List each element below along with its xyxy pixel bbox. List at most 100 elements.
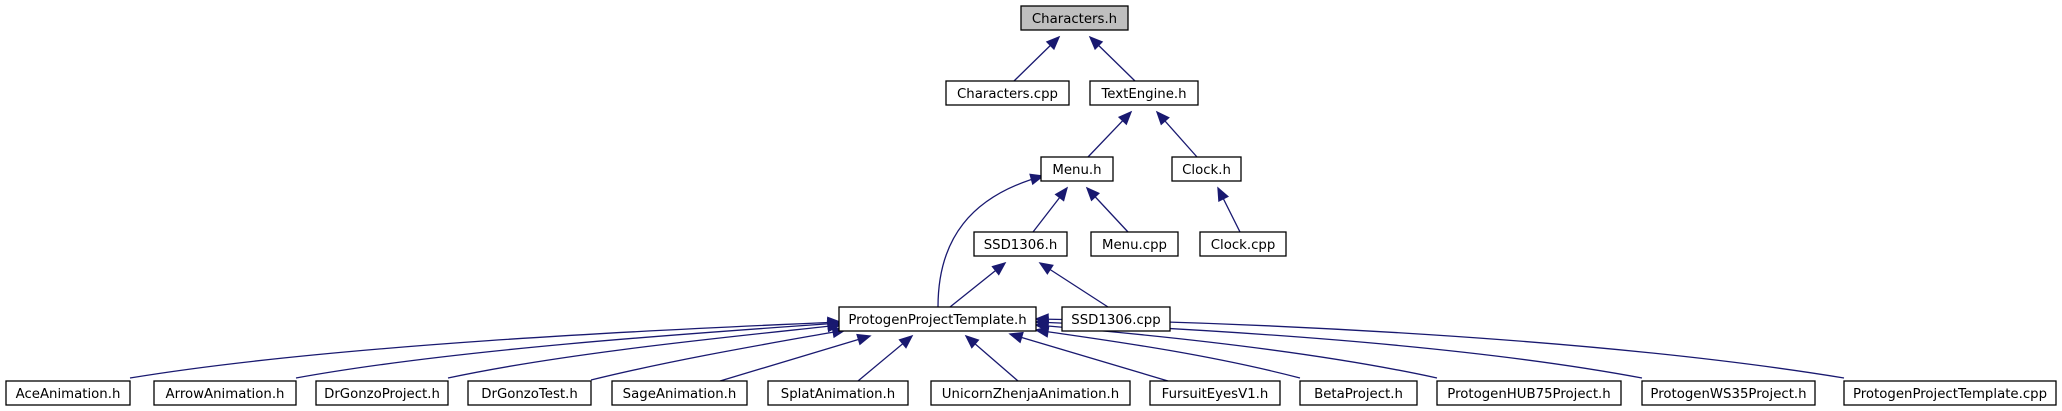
node-label: SSD1306.h [984, 238, 1058, 253]
edge-clock_cpp-to-clock_h [1217, 186, 1241, 233]
edge-line [590, 329, 846, 381]
edge-ssd1306_cpp-to-ssd1306_h [1038, 262, 1109, 308]
node-label: ProtogenHUB75Project.h [1447, 387, 1610, 402]
edge-line [129, 321, 841, 379]
edge-line [1035, 329, 1301, 379]
edge-menu_cpp-to-menu_h [1085, 186, 1129, 233]
node-box [1436, 380, 1622, 406]
edge-ssd1306_h-to-menu_h [1032, 186, 1069, 233]
node-protogen-template-h[interactable]: ProtogenProjectTemplate.h [838, 306, 1037, 332]
edge-fursuit_eyes_v1_h-to-protogen_template_h [1008, 331, 1169, 382]
node-label: ArrowAnimation.h [166, 387, 285, 402]
node-label: UnicornZhenjaAnimation.h [942, 387, 1119, 402]
node-box [1199, 231, 1287, 257]
node-box [838, 306, 1037, 332]
edge-protogen_template_h-to-menu_h [937, 173, 1045, 308]
node-clock-cpp[interactable]: Clock.cpp [1199, 231, 1287, 257]
edge-arrowhead [1034, 313, 1049, 326]
node-clock-h[interactable]: Clock.h [1171, 156, 1242, 182]
edge-protogen_template_h-to-ssd1306_h [949, 261, 1007, 308]
edge-arrowhead [856, 333, 872, 346]
node-box [1020, 5, 1129, 31]
node-box [973, 231, 1068, 257]
edge-menu_h-to-textengine_h [1087, 110, 1133, 158]
edge-characters_cpp-to-characters_h [1013, 35, 1061, 82]
node-box [1641, 380, 1816, 406]
edge-arrowhead [898, 334, 914, 349]
node-label: DrGonzoTest.h [481, 387, 578, 402]
node-menu-h[interactable]: Menu.h [1040, 156, 1114, 182]
edge-clock_h-to-textengine_h [1155, 110, 1198, 158]
edge-arrowhead [1038, 262, 1054, 275]
node-box [467, 380, 592, 406]
node-box [1089, 80, 1199, 106]
node-label: SSD1306.cpp [1071, 313, 1160, 328]
edge-drgonzo_test_h-to-protogen_template_h [590, 326, 847, 381]
node-protogen-template-cpp[interactable]: ProtogenProjectTemplate.cpp [1843, 380, 2057, 406]
node-characters-cpp[interactable]: Characters.cpp [945, 80, 1070, 106]
node-label: Menu.h [1052, 163, 1101, 178]
edge-arrowhead [991, 261, 1007, 276]
node-box [1843, 380, 2057, 406]
node-menu-cpp[interactable]: Menu.cpp [1090, 231, 1179, 257]
node-fursuit-eyes-v1-h[interactable]: FursuitEyesV1.h [1149, 380, 1281, 406]
node-label: AceAnimation.h [16, 387, 121, 402]
edge-line [719, 335, 871, 382]
node-ssd1306-h[interactable]: SSD1306.h [973, 231, 1068, 257]
node-box [930, 380, 1131, 406]
node-box [5, 380, 131, 406]
node-sage-animation-h[interactable]: SageAnimation.h [611, 380, 748, 406]
edge-arrowhead [1029, 173, 1045, 186]
node-label: Characters.cpp [957, 87, 1058, 102]
node-splat-animation-h[interactable]: SplatAnimation.h [767, 380, 909, 406]
edge-arrowhead [1045, 35, 1061, 51]
node-label: DrGonzoProject.h [324, 387, 440, 402]
edge-line [447, 324, 841, 379]
node-protogen-ws35-project-h[interactable]: ProtogenWS35Project.h [1641, 380, 1816, 406]
node-beta-project-h[interactable]: BetaProject.h [1299, 380, 1418, 406]
node-characters-h[interactable]: Characters.h [1020, 5, 1129, 31]
node-box [767, 380, 909, 406]
edge-arrowhead [1085, 186, 1100, 202]
edge-arrowhead [1088, 35, 1104, 51]
node-drgonzo-project-h[interactable]: DrGonzoProject.h [315, 380, 449, 406]
node-box [611, 380, 748, 406]
node-textengine-h[interactable]: TextEngine.h [1089, 80, 1199, 106]
edge-arrowhead [1054, 186, 1069, 202]
edge-line [295, 322, 841, 379]
node-unicorn-zhenja-animation-h[interactable]: UnicornZhenjaAnimation.h [930, 380, 1131, 406]
node-box [1040, 156, 1114, 182]
edge-ace_animation_h-to-protogen_template_h [129, 316, 842, 379]
node-protogen-hub75-project-h[interactable]: ProtogenHUB75Project.h [1436, 380, 1622, 406]
node-label: ProtogenProjectTemplate.h [848, 313, 1026, 328]
node-label: BetaProject.h [1314, 387, 1403, 402]
edge-arrowhead [1008, 331, 1024, 344]
node-box [1299, 380, 1418, 406]
node-ace-animation-h[interactable]: AceAnimation.h [5, 380, 131, 406]
edge-line [937, 175, 1044, 308]
node-ssd1306-cpp[interactable]: SSD1306.cpp [1061, 306, 1171, 332]
edge-unicorn_zhenja_animation_h-to-protogen_template_h [964, 334, 1019, 382]
edge-arrowhead [1217, 186, 1230, 202]
node-label: ProtogenWS35Project.h [1650, 387, 1806, 402]
node-box [153, 380, 297, 406]
node-label: Clock.h [1182, 163, 1231, 178]
edge-line [1039, 262, 1109, 308]
node-box [315, 380, 449, 406]
node-label: SplatAnimation.h [781, 387, 895, 402]
edge-line [1009, 333, 1169, 382]
node-label: Characters.h [1032, 12, 1117, 27]
node-label: TextEngine.h [1100, 87, 1186, 102]
node-label: Menu.cpp [1102, 238, 1167, 253]
node-drgonzo-test-h[interactable]: DrGonzoTest.h [467, 380, 592, 406]
node-arrow-animation-h[interactable]: ArrowAnimation.h [153, 380, 297, 406]
node-box [945, 80, 1070, 106]
node-label: SageAnimation.h [623, 387, 737, 402]
node-box [1061, 306, 1171, 332]
node-label: FursuitEyesV1.h [1162, 387, 1269, 402]
node-box [1149, 380, 1281, 406]
edge-sage_animation_h-to-protogen_template_h [719, 333, 872, 382]
edge-arrowhead [964, 334, 980, 349]
